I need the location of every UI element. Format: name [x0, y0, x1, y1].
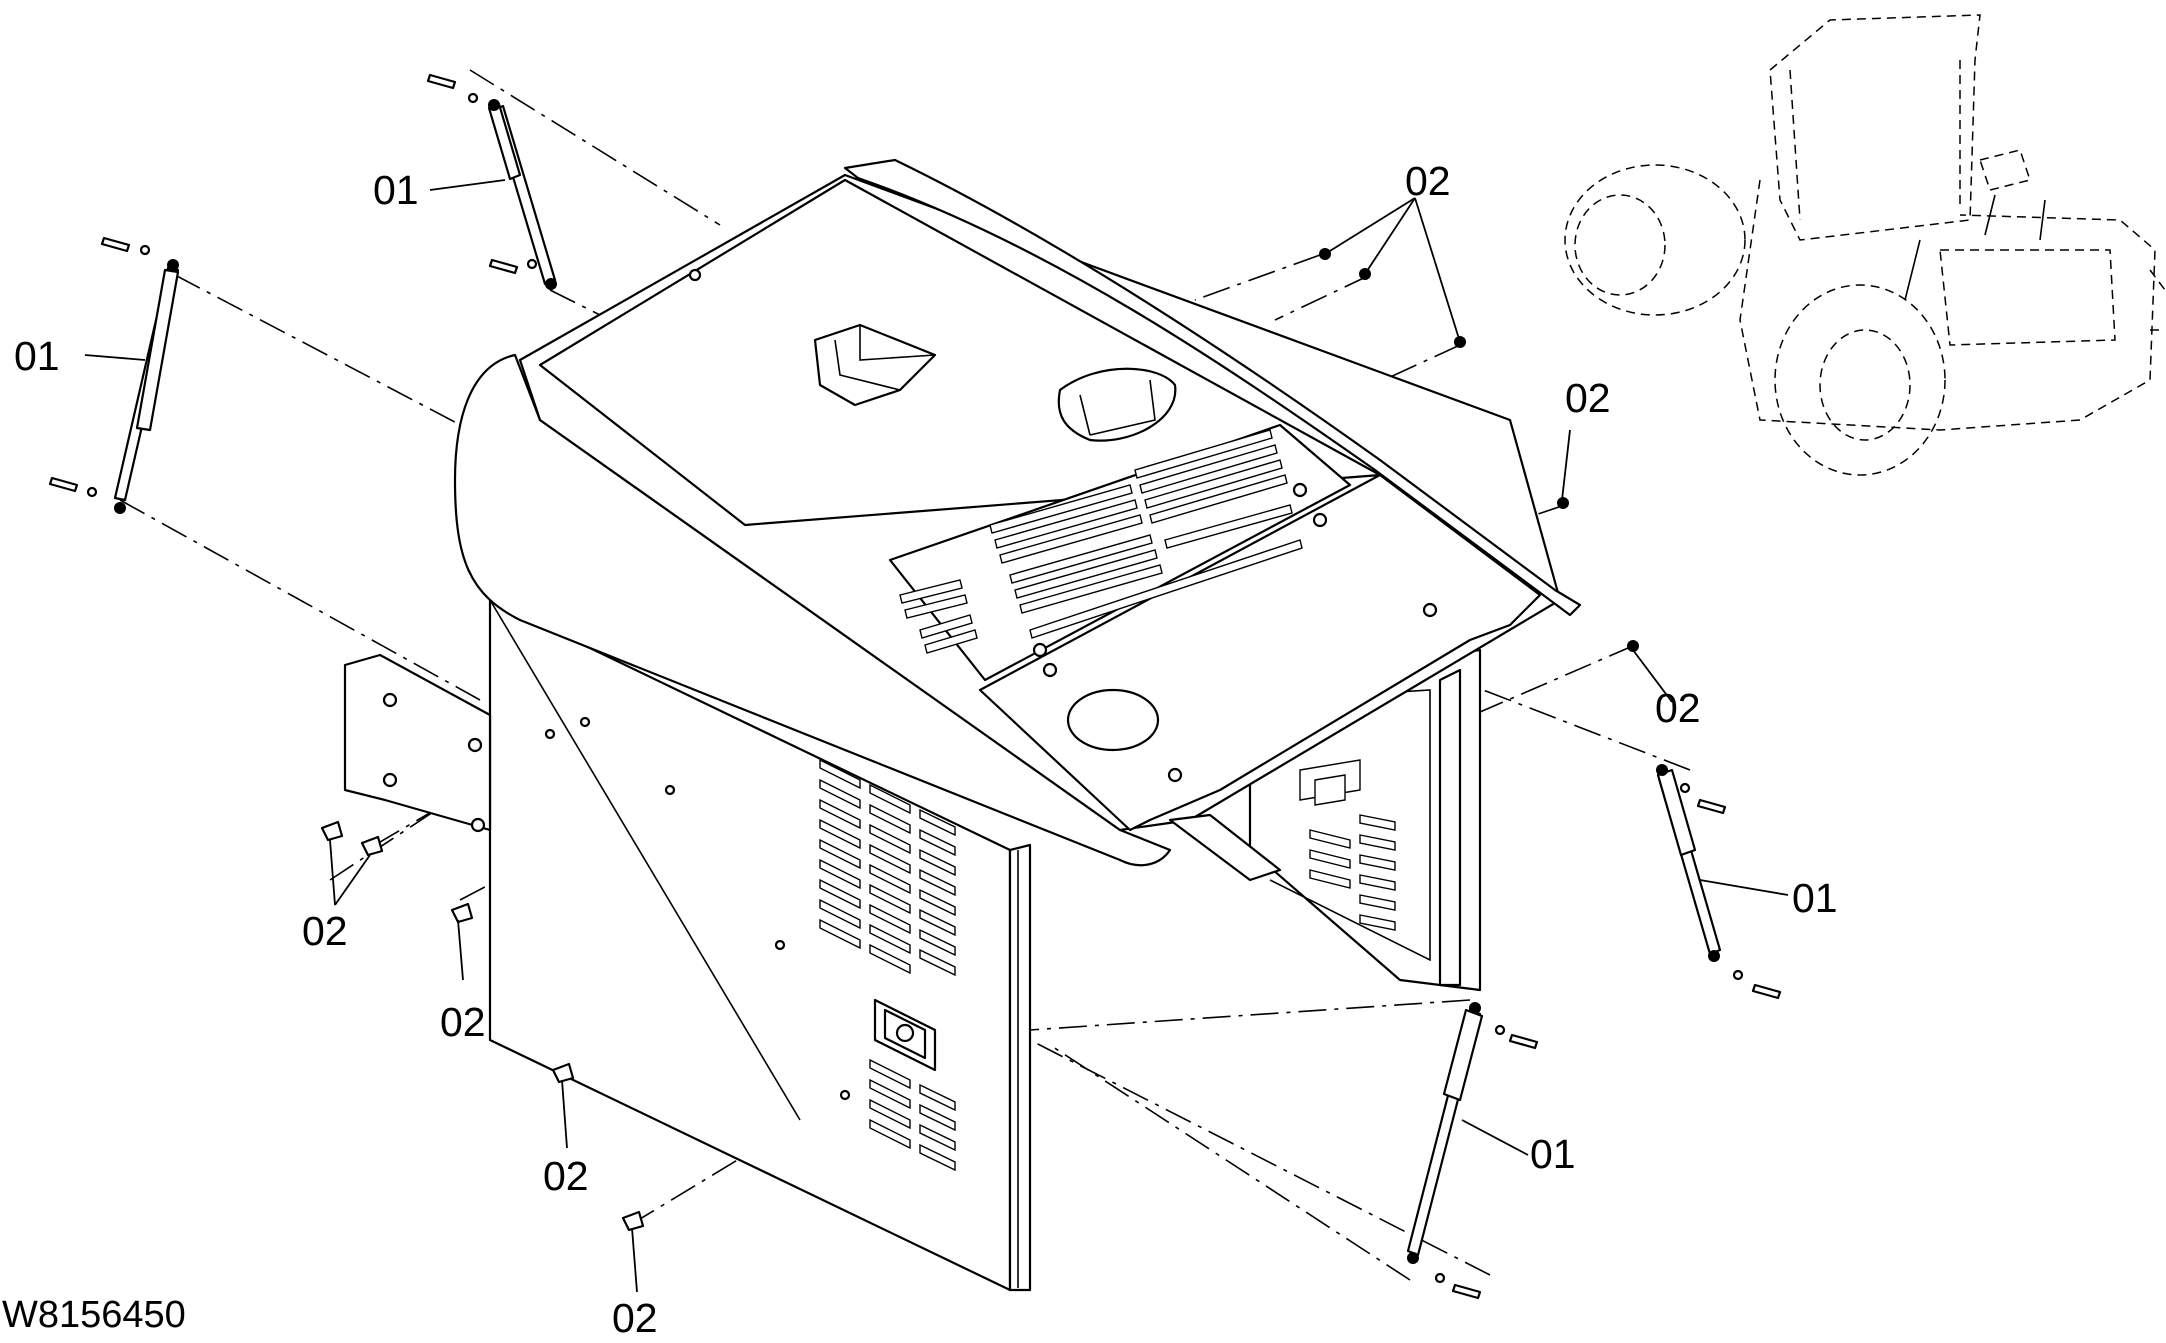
drawing-number: W8156450 [2, 1294, 186, 1336]
gas-spring-top [467, 92, 557, 290]
callout-labels: 01 01 02 02 02 01 02 02 01 02 02 W815645… [2, 158, 1838, 1341]
callout-02-right: 02 [1565, 375, 1611, 421]
callout-01-bottom: 01 [1530, 1131, 1576, 1177]
callout-02-left-mid: 02 [440, 999, 486, 1045]
panel-latch [873, 998, 937, 1072]
panel-louvers-upper [819, 758, 956, 977]
callout-01-right: 01 [1792, 875, 1838, 921]
hood-cover [453, 158, 1582, 882]
callout-01-top: 01 [373, 167, 419, 213]
leader-lines [84, 179, 1789, 1293]
gas-spring-right [1656, 764, 1744, 981]
callout-02-right-lower: 02 [1655, 685, 1701, 731]
callout-01-left: 01 [14, 333, 60, 379]
front-side-panel [488, 598, 1032, 1292]
rubber-bumpers [320, 248, 1639, 1232]
callout-02-bottom: 02 [612, 1295, 658, 1341]
callout-02-top-right: 02 [1405, 158, 1451, 204]
panel-louvers-lower [869, 1058, 956, 1172]
hood-grille-slots [899, 429, 1303, 654]
mounting-bracket [343, 653, 492, 833]
callout-02-left-low: 02 [543, 1153, 589, 1199]
bolts-washers [48, 73, 1782, 1300]
machine-locator-illustration [1564, 14, 2166, 476]
gas-spring-bottom [1406, 1002, 1506, 1284]
gas-spring-left [86, 244, 180, 514]
callout-02-left-pair: 02 [302, 908, 348, 954]
